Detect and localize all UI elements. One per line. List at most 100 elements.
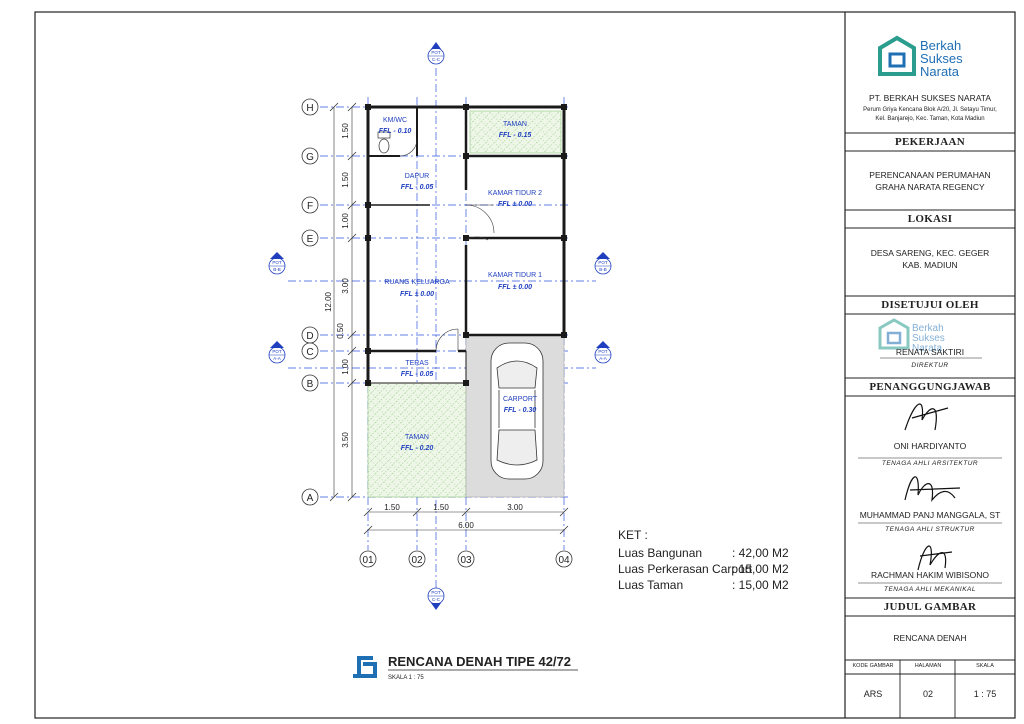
dimension-tick (347, 492, 357, 502)
penanggungjawab-heading: PENANGGUNGJAWAB (869, 381, 991, 393)
section-marker: POT B-B (268, 252, 286, 275)
lokasi-heading: LOKASI (907, 213, 953, 225)
section-marker-ref: C-C (432, 57, 441, 62)
logo-line: Sukses (920, 51, 963, 66)
grid-row-label: G (306, 152, 314, 163)
approver-name: RENATA SAKTIRI (895, 347, 965, 357)
drawing-title: RENCANA DENAH TIPE 42/72 SKALA 1 : 75 (353, 654, 578, 681)
dimension-tick (363, 507, 373, 517)
room-ffl: FFL - 0.15 (499, 132, 532, 139)
section-marker-id: POT (431, 590, 441, 595)
code-value: 1 : 75 (973, 689, 997, 699)
section-marker: POT B-B (594, 252, 612, 275)
code-header: HALAMAN (914, 663, 942, 669)
disetujui-heading: DISETUJUI OLEH (881, 299, 979, 311)
section-marker: POT C-C (427, 587, 445, 610)
notes-value: : 42,00 M2 (732, 546, 789, 560)
dimension-tick (363, 525, 373, 535)
notes-value: : 15,00 M2 (732, 578, 789, 592)
pekerjaan-heading: PEKERJAAN (895, 136, 965, 148)
notes-label: Luas Bangunan (618, 546, 703, 560)
section-marker-id: POT (272, 349, 282, 354)
grid-row-label: E (307, 234, 314, 245)
room-name: TERAS (405, 360, 429, 367)
stamp-line: Sukses (912, 333, 945, 344)
code-header: KODE GAMBAR (852, 663, 894, 669)
section-marker-id: POT (272, 260, 282, 265)
signature-1 (904, 403, 949, 431)
dim-label: 1.50 (384, 503, 400, 512)
judul-heading: JUDUL GAMBAR (883, 601, 977, 613)
dimension-tick (347, 102, 357, 112)
signature-2 (904, 476, 961, 503)
dim-total: 6.00 (458, 521, 474, 530)
section-marker-ref: B-B (273, 267, 281, 272)
lokasi-line: KAB. MADIUN (902, 260, 958, 270)
title-glyph-icon (353, 656, 377, 678)
signature-3 (917, 545, 953, 571)
responsible-role: TENAGA AHLI STRUKTUR (885, 526, 975, 533)
company-address-line: Kel. Banjarejo, Kec. Taman, Kota Madiun (875, 116, 985, 122)
sheet-border (34, 11, 1016, 719)
room-name: KAMAR TIDUR 1 (488, 272, 542, 279)
approval-stamp: Berkah Sukses Narata (878, 318, 945, 354)
section-markers: POT C-C POT B-B POT A-A POT B-B POT A-A (268, 42, 612, 610)
responsible-name: RACHMAN HAKIM WIBISONO (870, 570, 990, 580)
stamp-line: Narata (912, 343, 942, 354)
dimension-tick (347, 346, 357, 356)
room-ffl: FFL - 0.05 (401, 184, 434, 191)
responsible-role: TENAGA AHLI ARSITEKTUR (881, 460, 979, 467)
grid-row-bubbles: H G F E D C B A (301, 98, 319, 506)
lokasi-line: DESA SARENG, KEC. GEGER (870, 248, 990, 258)
room-ffl: FFL ± 0.00 (400, 291, 434, 298)
dimension-tick (559, 507, 569, 517)
code-value: ARS (863, 689, 883, 699)
dimension-tick (347, 200, 357, 210)
company-logo: Berkah Sukses Narata (878, 35, 963, 79)
grid-col-bubbles: 01 02 03 04 (359, 550, 573, 568)
notes-title: KET : (618, 528, 648, 542)
dimension-tick (329, 102, 339, 112)
section-marker-id: POT (598, 349, 608, 354)
car-icon (490, 342, 544, 480)
section-marker-ref: B-B (599, 267, 607, 272)
garden-back-hatch (469, 110, 562, 154)
grid-col-label: 04 (558, 555, 570, 566)
dim-label: 1.50 (433, 503, 449, 512)
grid-row-label: D (306, 331, 313, 342)
room-name: RUANG KELUARGA (384, 279, 450, 286)
section-marker-ref: A-A (599, 356, 607, 361)
structural-columns (365, 104, 567, 386)
notes-label: Luas Perkerasan Carport (618, 562, 753, 576)
grid-row-label: C (306, 347, 313, 358)
dimension-tick (347, 151, 357, 161)
grid-col-label: 01 (362, 555, 374, 566)
dim-label: 3.50 (341, 432, 350, 448)
room-name: CARPORT (503, 396, 538, 403)
dim-label: 1.00 (341, 213, 350, 229)
dim-label: 3.00 (507, 503, 523, 512)
dim-label: 3.00 (341, 278, 350, 294)
judul-value: RENCANA DENAH (893, 633, 967, 643)
code-header: SKALA (976, 663, 994, 669)
toilet-fixture (377, 131, 391, 154)
section-marker: POT A-A (594, 341, 612, 364)
dimension-tick (347, 233, 357, 243)
room-ffl: FFL - 0.30 (504, 407, 537, 414)
grid-row-label: H (306, 103, 313, 114)
dimension-ticks (329, 102, 569, 535)
drawing-scale: SKALA 1 : 75 (388, 675, 424, 681)
dimension-tick (559, 525, 569, 535)
dimension-tick (412, 507, 422, 517)
section-marker: POT A-A (268, 341, 286, 364)
company-address-line: Perum Griya Kencana Blok A/20, Jl. Setay… (863, 107, 997, 113)
room-ffl: FFL - 0.20 (401, 445, 434, 452)
approver-role: DIREKTUR (911, 362, 949, 369)
dimension-tick (347, 330, 357, 340)
logo-line: Berkah (920, 38, 961, 53)
room-name: DAPUR (405, 173, 430, 180)
room-labels: KM/WC FFL - 0.10 TAMAN FFL - 0.15 DAPUR … (379, 117, 542, 452)
dimension-tick (461, 507, 471, 517)
responsible-name: ONI HARDIYANTO (893, 441, 967, 451)
room-name: TAMAN (503, 121, 527, 128)
